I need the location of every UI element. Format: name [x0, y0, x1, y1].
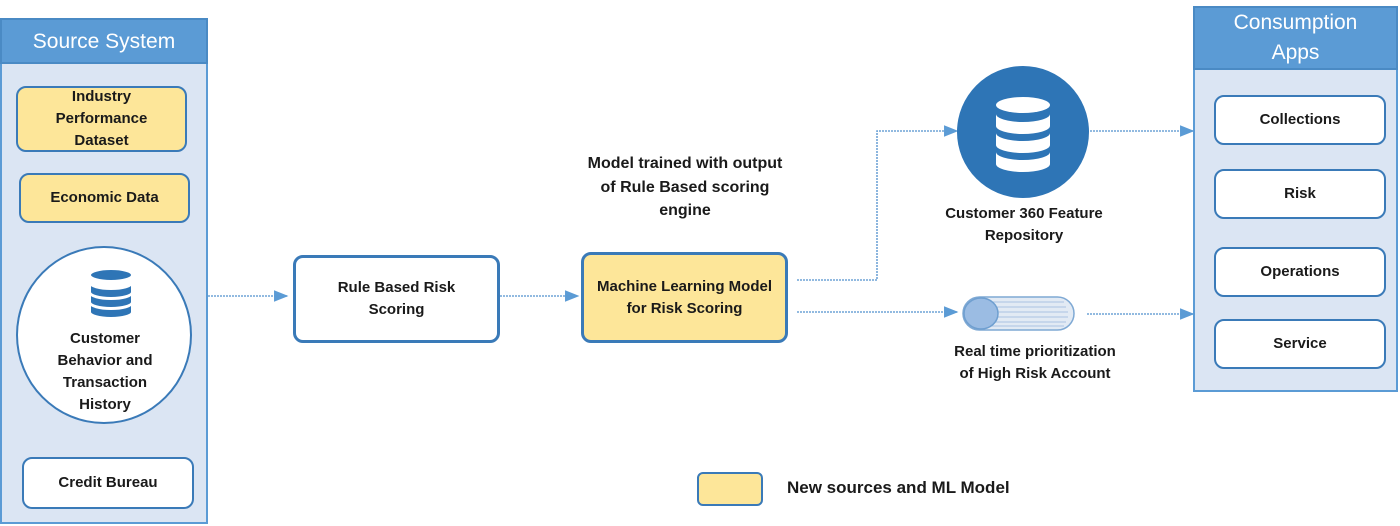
realtime-prioritization-label: Real time prioritization of High Risk Ac…: [954, 343, 1116, 382]
app-service-label: Service: [1273, 335, 1327, 352]
economic-data-box: Economic Data: [19, 173, 190, 223]
app-operations-label: Operations: [1260, 263, 1340, 280]
rule-based-scoring-label: Rule Based Risk Scoring: [337, 279, 456, 318]
customer-history-label: Customer Behavior and Transaction Histor…: [57, 330, 153, 413]
ml-model-label: Machine Learning Model for Risk Scoring: [596, 277, 773, 317]
source-system-header: Source System: [0, 18, 208, 64]
credit-bureau-box: Credit Bureau: [22, 457, 194, 509]
app-risk-box: Risk: [1214, 169, 1386, 219]
app-operations-box: Operations: [1214, 247, 1386, 297]
rule-based-scoring-box: Rule Based Risk Scoring: [293, 255, 500, 343]
legend-swatch: [697, 472, 763, 506]
consumption-apps-title: Consumption Apps: [1233, 11, 1358, 64]
source-system-title: Source System: [32, 30, 176, 53]
arrow-ml-to-feature-repo: [797, 125, 959, 281]
industry-dataset-box: Industry Performance Dataset: [16, 86, 187, 152]
app-service-box: Service: [1214, 319, 1386, 369]
app-collections-label: Collections: [1259, 111, 1341, 128]
app-collections-box: Collections: [1214, 95, 1386, 145]
consumption-apps-header: Consumption Apps: [1193, 6, 1398, 70]
ml-model-box: Machine Learning Model for Risk Scoring: [581, 252, 788, 343]
credit-bureau-label: Credit Bureau: [58, 474, 158, 491]
feature-repo-label: Customer 360 Feature Repository: [945, 205, 1103, 244]
legend-label: New sources and ML Model: [787, 478, 1010, 497]
app-risk-label: Risk: [1284, 185, 1316, 202]
ml-training-note: Model trained with output of Rule Based …: [587, 155, 783, 219]
economic-data-label: Economic Data: [50, 189, 159, 206]
industry-dataset-label: Industry Performance Dataset: [55, 88, 148, 149]
